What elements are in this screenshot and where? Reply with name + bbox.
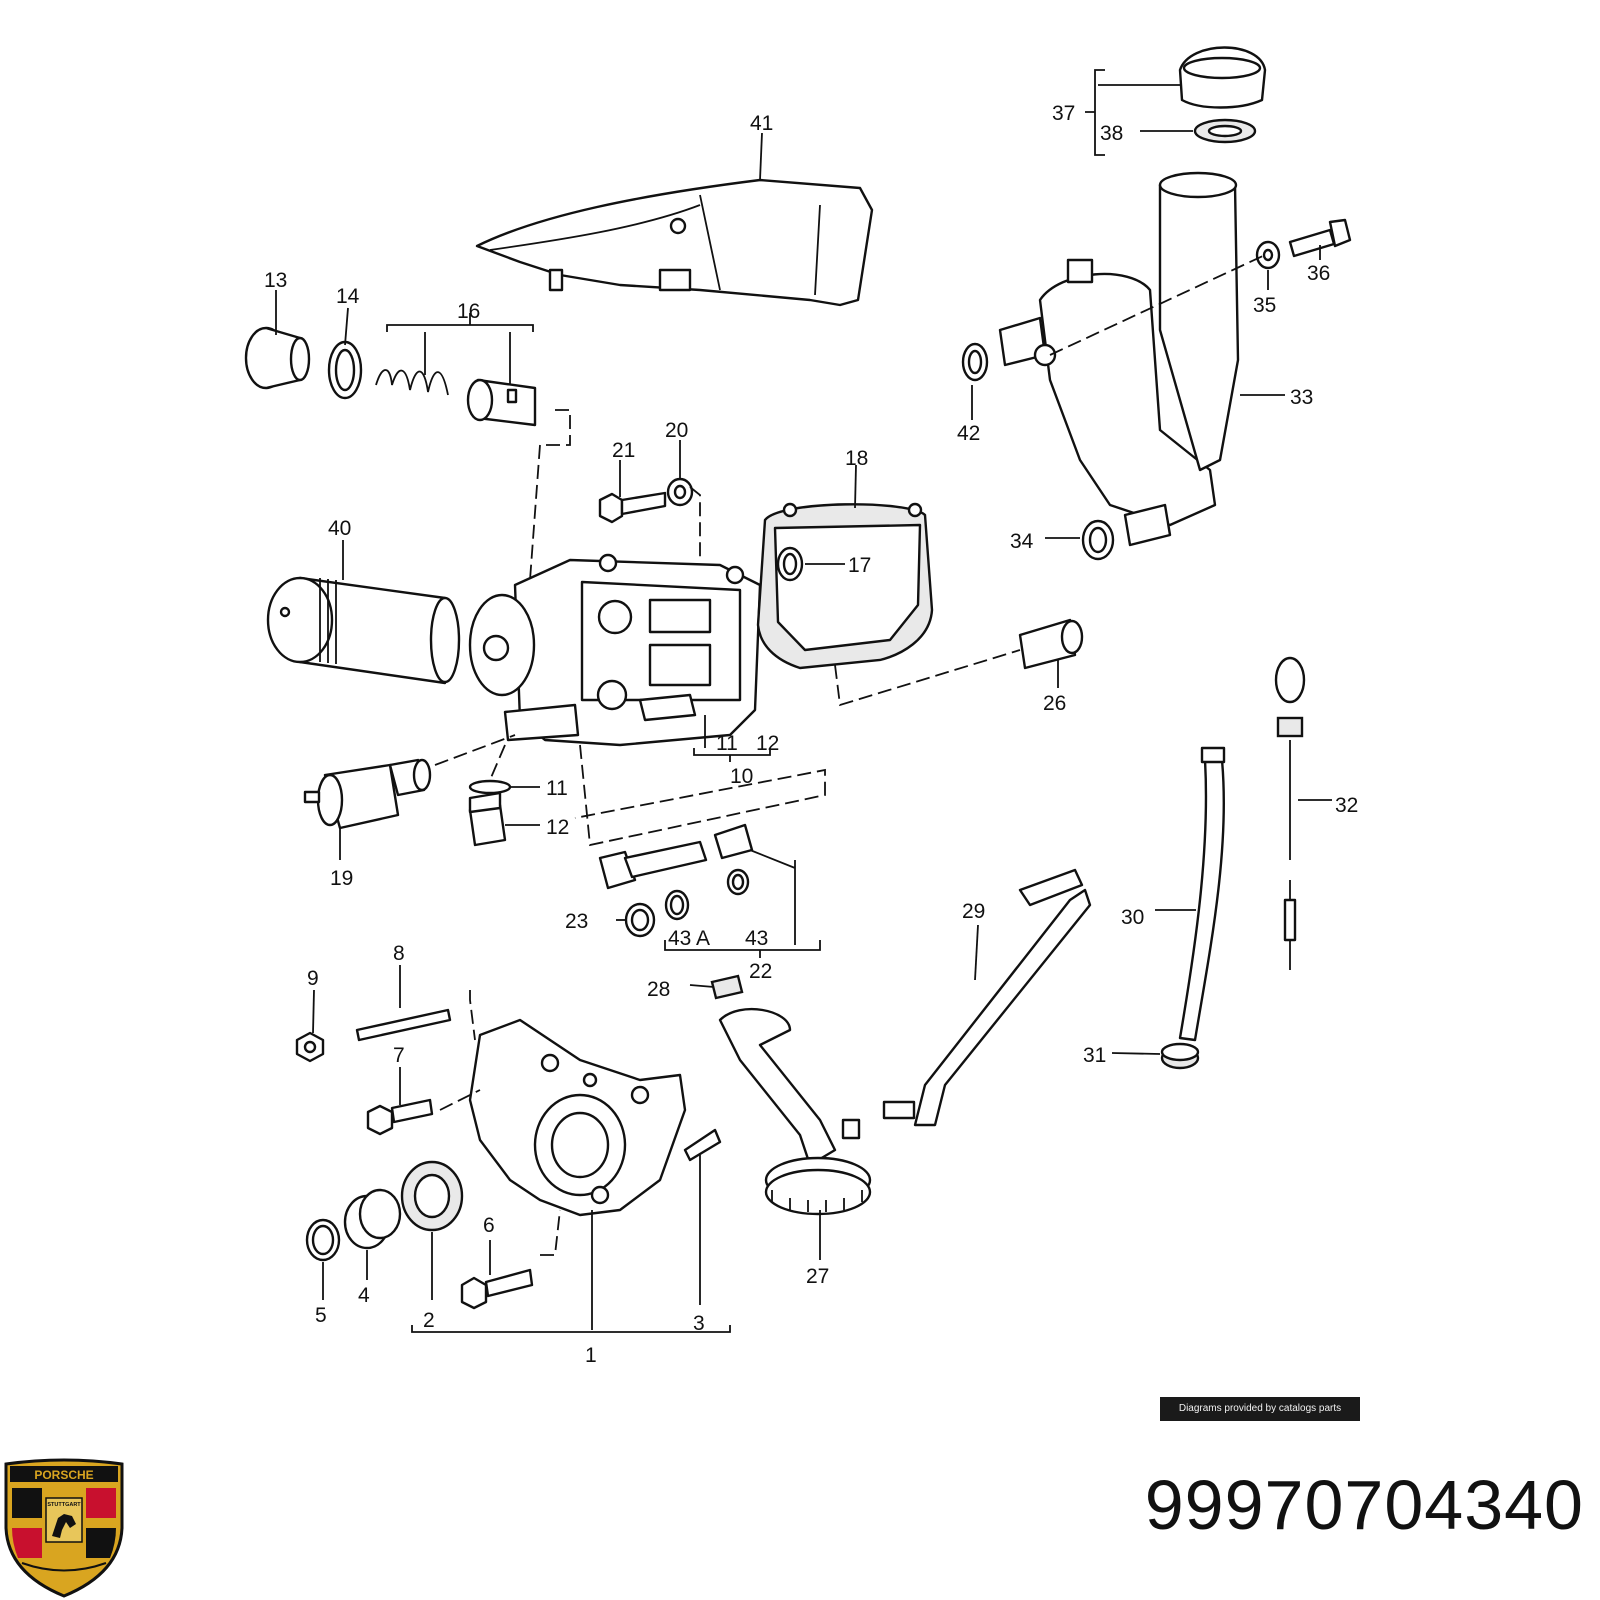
label-18: 18 bbox=[845, 447, 868, 470]
label-35: 35 bbox=[1253, 294, 1276, 317]
part-29-return-pipe bbox=[882, 868, 1092, 1127]
label-14: 14 bbox=[336, 285, 360, 308]
label-3: 3 bbox=[693, 1312, 705, 1335]
label-38: 38 bbox=[1100, 122, 1123, 145]
label-2: 2 bbox=[423, 1309, 435, 1332]
label-7: 7 bbox=[393, 1044, 405, 1067]
part-2-shaft-seal bbox=[400, 1160, 464, 1232]
label-8: 8 bbox=[393, 942, 405, 965]
part-11-washer bbox=[468, 779, 512, 795]
label-9: 9 bbox=[307, 967, 319, 990]
label-30: 30 bbox=[1121, 906, 1144, 929]
part-31-grommet bbox=[1160, 1042, 1200, 1070]
part-5-seal-ring bbox=[305, 1218, 341, 1262]
part-17-seal bbox=[776, 546, 804, 582]
label-43: 43 bbox=[745, 927, 768, 950]
part-13-plug bbox=[244, 326, 311, 390]
oil-filter-console-housing bbox=[468, 553, 762, 747]
label-37: 37 bbox=[1052, 102, 1075, 125]
part-6-bolt bbox=[460, 1268, 534, 1310]
label-23: 23 bbox=[565, 910, 588, 933]
part-35-washer bbox=[1255, 240, 1281, 270]
label-12: 12 bbox=[546, 816, 569, 839]
label-20: 20 bbox=[665, 419, 688, 442]
part-37-filler-cap bbox=[1178, 46, 1267, 109]
part-20-washer bbox=[666, 477, 694, 507]
label-31: 31 bbox=[1083, 1044, 1106, 1067]
part-number: 99970704340 bbox=[1144, 1466, 1584, 1544]
part-labels: 1 2 3 4 5 6 7 8 9 10 11 12 13 14 16 17 1… bbox=[264, 102, 1358, 1367]
part-12-plug bbox=[468, 791, 507, 847]
part-8-stud bbox=[355, 1008, 452, 1042]
part-43-plug bbox=[713, 823, 754, 860]
label-6: 6 bbox=[483, 1214, 495, 1237]
part-18-gasket bbox=[756, 502, 934, 670]
label-41: 41 bbox=[750, 112, 773, 135]
label-29: 29 bbox=[962, 900, 985, 923]
part-30-guide-tube bbox=[1178, 746, 1226, 1042]
part-1-oil-pump bbox=[468, 1018, 687, 1217]
label-27: 27 bbox=[806, 1265, 829, 1288]
crest-brand-text: PORSCHE bbox=[34, 1468, 93, 1482]
label-26: 26 bbox=[1043, 692, 1066, 715]
label-34: 34 bbox=[1010, 530, 1034, 553]
label-28: 28 bbox=[647, 978, 670, 1001]
part-3-bolt bbox=[683, 1128, 722, 1162]
part-38-gasket bbox=[1193, 118, 1257, 144]
part-4-bearing bbox=[343, 1188, 402, 1250]
label-19: 19 bbox=[330, 867, 353, 890]
part-28-grommet bbox=[710, 974, 744, 1000]
label-13: 13 bbox=[264, 269, 287, 292]
crest-city-text: STUTTGART bbox=[47, 1502, 81, 1508]
part-7-bolt bbox=[366, 1098, 434, 1136]
label-10-sub-12: 12 bbox=[756, 732, 779, 755]
label-17: 17 bbox=[848, 554, 871, 577]
label-11: 11 bbox=[546, 777, 568, 800]
part-seal-rings-23-43 bbox=[624, 868, 750, 938]
porsche-crest-logo: PORSCHE STUTTGART bbox=[4, 1458, 124, 1598]
part-42-seal-ring bbox=[961, 342, 989, 382]
label-36: 36 bbox=[1307, 262, 1330, 285]
diagram-credit: Diagrams provided by catalogs parts bbox=[1160, 1397, 1360, 1421]
part-40-oil-filter bbox=[266, 576, 461, 685]
label-4: 4 bbox=[358, 1284, 370, 1307]
part-33-oil-tank bbox=[998, 171, 1240, 547]
part-19-pressure-sender bbox=[303, 758, 432, 830]
label-21: 21 bbox=[612, 439, 635, 462]
part-34-seal-ring bbox=[1081, 519, 1115, 561]
part-23-valve bbox=[598, 840, 708, 890]
label-22: 22 bbox=[749, 960, 772, 983]
label-33: 33 bbox=[1290, 386, 1313, 409]
leader-lines bbox=[275, 69, 1332, 1333]
part-9-nut bbox=[295, 1031, 325, 1063]
part-32-dipstick bbox=[1274, 656, 1306, 970]
label-40: 40 bbox=[328, 517, 351, 540]
label-16: 16 bbox=[457, 300, 480, 323]
part-14-seal-ring bbox=[327, 340, 363, 400]
part-27-suction-pipe-strainer bbox=[718, 1007, 872, 1216]
label-32: 32 bbox=[1335, 794, 1358, 817]
label-42: 42 bbox=[957, 422, 980, 445]
label-1: 1 bbox=[585, 1344, 597, 1367]
label-5: 5 bbox=[315, 1304, 327, 1327]
label-10: 10 bbox=[730, 765, 753, 788]
label-43a: 43 A bbox=[668, 927, 710, 950]
part-16-spring-piston bbox=[375, 369, 537, 427]
dashed-assembly-lines bbox=[434, 254, 1266, 1256]
part-21-bolt bbox=[598, 491, 667, 524]
part-36-bolt bbox=[1288, 218, 1352, 258]
label-10-sub-11: 11 bbox=[716, 732, 738, 755]
part-41-heat-shield bbox=[475, 178, 874, 307]
part-26-threaded-insert bbox=[1018, 618, 1084, 670]
